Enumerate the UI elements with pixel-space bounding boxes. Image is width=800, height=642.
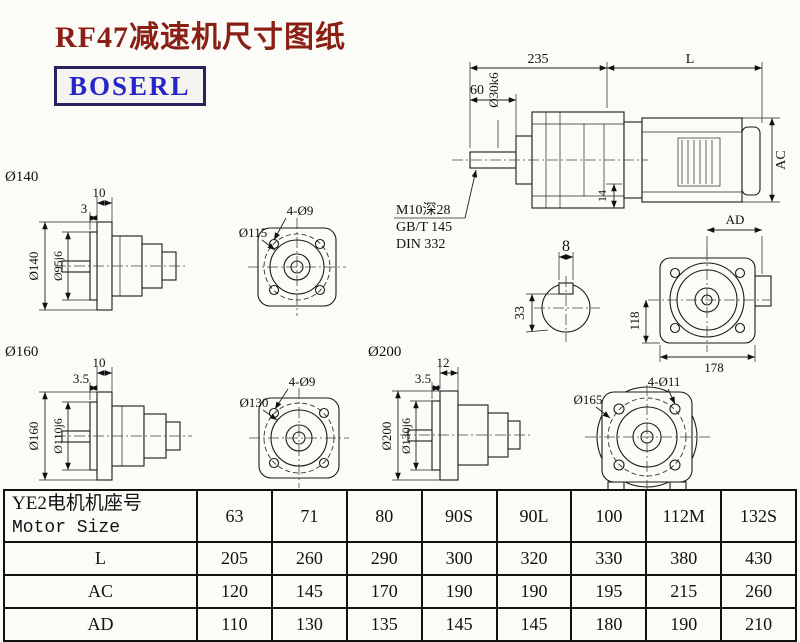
table-row-AC: AC 120 145 170 190 190 195 215 260 — [3, 574, 797, 609]
rear-flange-view: 118 178 — [627, 250, 772, 375]
dim-label-235: 235 — [528, 52, 549, 67]
note-gbt: GB/T 145 — [396, 220, 452, 235]
row-label: L — [3, 541, 198, 576]
view-label-200: Ø200 — [368, 344, 401, 360]
dim-label-160-35: 3.5 — [73, 371, 89, 386]
dim-label-200-35: 3.5 — [415, 371, 431, 386]
view-label-160: Ø160 — [5, 344, 38, 360]
dim-label-shaft-dia: Ø30k6 — [486, 72, 501, 108]
table-cell: 145 — [495, 607, 573, 642]
row-label: AD — [3, 607, 198, 642]
dim-label-od160: Ø160 — [26, 422, 41, 451]
table-cell: 120 — [196, 574, 273, 609]
table-cell: 195 — [570, 574, 648, 609]
drawing-canvas: 235 L 60 Ø30k6 14 AC AD M10深28 GB/T 145 … — [5, 52, 789, 490]
dim-label-spigot110: Ø110j6 — [51, 418, 65, 454]
dim-label-140-3: 3 — [81, 201, 88, 216]
table-cell: 300 — [420, 541, 498, 576]
table-cell: 170 — [345, 574, 423, 609]
table-cell: 130 — [270, 607, 348, 642]
dim-label-4xd9-top: 4-Ø9 — [287, 203, 314, 218]
dim-label-33: 33 — [513, 306, 528, 320]
table-cell: 145 — [270, 574, 348, 609]
motor-size-label-en: Motor Size — [12, 518, 121, 538]
table-cell: 190 — [645, 607, 723, 642]
table-cell: 190 — [495, 574, 573, 609]
table-cell: 320 — [495, 541, 573, 576]
table-cell: 330 — [570, 541, 648, 576]
flange200-side-view: Ø200 12 3.5 Ø130j6 Ø200 — [368, 344, 532, 481]
dimension-table: YE2电机机座号 Motor Size 63 71 80 90S 90L 100… — [3, 489, 797, 642]
table-cell: 260 — [720, 574, 797, 609]
flange140-side-view: Ø140 10 3 Ø95j6 Ø140 — [5, 169, 188, 311]
dim-label-L: L — [686, 52, 695, 67]
table-cell-size: 90S — [420, 489, 498, 543]
dim-label-200-12: 12 — [437, 355, 450, 370]
table-cell-size: 112M — [645, 489, 723, 543]
table-cell: 215 — [645, 574, 723, 609]
dim-label-bc130: Ø130 — [240, 395, 269, 410]
table-cell: 260 — [270, 541, 348, 576]
dim-label-14: 14 — [595, 190, 609, 202]
shaft-key-section: 8 33 — [513, 238, 600, 342]
dim-label-od140: Ø140 — [26, 252, 41, 281]
dim-label-spigot130: Ø130j6 — [399, 418, 413, 454]
row-label: AC — [3, 574, 198, 609]
dim-label-8: 8 — [562, 238, 570, 255]
dim-label-bc115: Ø115 — [239, 225, 267, 240]
table-cell: 430 — [720, 541, 797, 576]
dim-label-od200: Ø200 — [379, 422, 394, 451]
dim-label-118: 118 — [627, 311, 642, 330]
boserl-logo: BOSERL — [54, 66, 206, 106]
front-view-165: 4-Ø11 Ø165 — [574, 374, 710, 490]
dim-label-60: 60 — [470, 83, 484, 98]
table-row-AD: AD 110 130 135 145 145 180 190 210 — [3, 607, 797, 642]
view-label-140: Ø140 — [5, 169, 38, 185]
table-header-row: YE2电机机座号 Motor Size 63 71 80 90S 90L 100… — [3, 489, 797, 543]
note-thread: M10深28 — [396, 202, 450, 218]
table-cell: 145 — [420, 607, 498, 642]
table-cell-size: 71 — [270, 489, 348, 543]
dim-label-160-10: 10 — [93, 355, 106, 370]
table-cell-size: 100 — [570, 489, 648, 543]
dim-label-spigot95: Ø95j6 — [51, 251, 65, 281]
table-cell: 205 — [196, 541, 273, 576]
table-cell: 190 — [420, 574, 498, 609]
table-cell: 380 — [645, 541, 723, 576]
table-cell: 135 — [345, 607, 423, 642]
page-title: RF47减速机尺寸图纸 — [55, 21, 346, 54]
table-cell: 290 — [345, 541, 423, 576]
dim-label-bc165: Ø165 — [574, 392, 603, 407]
flange160-side-view: Ø160 10 3.5 Ø110j6 Ø160 — [5, 344, 192, 481]
dim-label-AC: AC — [774, 150, 789, 169]
table-cell: 180 — [570, 607, 648, 642]
dim-label-4xd11: 4-Ø11 — [648, 374, 681, 389]
dim-label-140-10: 10 — [93, 185, 106, 200]
front-view-115: 4-Ø9 Ø115 — [239, 203, 346, 316]
main-side-view: 235 L 60 Ø30k6 14 AC AD M10深28 GB/T 145 … — [394, 52, 789, 274]
table-cell-size: 90L — [495, 489, 573, 543]
table-cell-size: 80 — [345, 489, 423, 543]
dim-label-4xd9-bottom: 4-Ø9 — [289, 374, 316, 389]
motor-size-label-cn: YE2电机机座号 — [12, 493, 142, 514]
dim-label-AD: AD — [726, 212, 745, 227]
dim-label-178: 178 — [704, 360, 724, 375]
front-view-130: 4-Ø9 Ø130 — [240, 374, 349, 488]
note-din: DIN 332 — [396, 237, 445, 252]
table-cell-size: 63 — [196, 489, 273, 543]
table-row-L: L 205 260 290 300 320 330 380 430 — [3, 541, 797, 576]
table-cell-size: 132S — [720, 489, 797, 543]
table-header-motor-size: YE2电机机座号 Motor Size — [3, 489, 198, 543]
table-cell: 210 — [720, 607, 797, 642]
table-cell: 110 — [196, 607, 273, 642]
